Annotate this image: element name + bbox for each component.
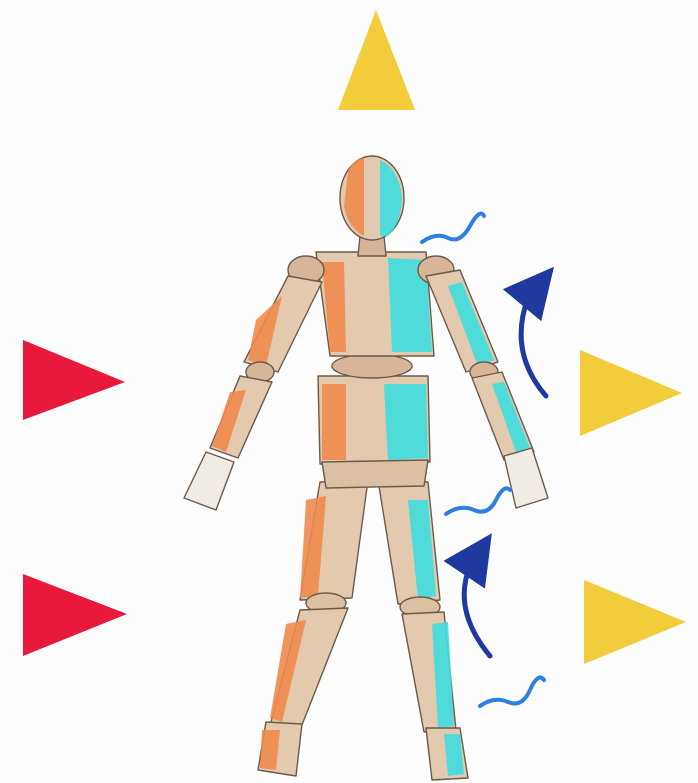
- right-yellow-triangle-top-icon: [580, 350, 682, 436]
- torso: [316, 252, 434, 356]
- wavy-line-head-icon: [422, 214, 484, 242]
- left-red-triangle-top-icon: [23, 340, 125, 420]
- wavy-line-feet-icon: [480, 678, 544, 706]
- head: [340, 156, 404, 240]
- top-yellow-triangle-icon: [338, 10, 415, 110]
- curved-arrow-upper-icon: [521, 286, 546, 396]
- mannequin: [184, 156, 548, 780]
- right-arm: [426, 270, 548, 508]
- right-leg: [378, 480, 468, 780]
- left-leg: [258, 480, 368, 776]
- curved-arrow-lower-icon: [464, 554, 490, 656]
- waist-joint: [332, 354, 412, 378]
- left-arm: [184, 276, 322, 510]
- wavy-line-hip-icon: [446, 488, 510, 514]
- pelvis: [318, 376, 430, 488]
- left-red-triangle-bottom-icon: [23, 574, 127, 656]
- right-yellow-triangle-bottom-icon: [584, 580, 686, 664]
